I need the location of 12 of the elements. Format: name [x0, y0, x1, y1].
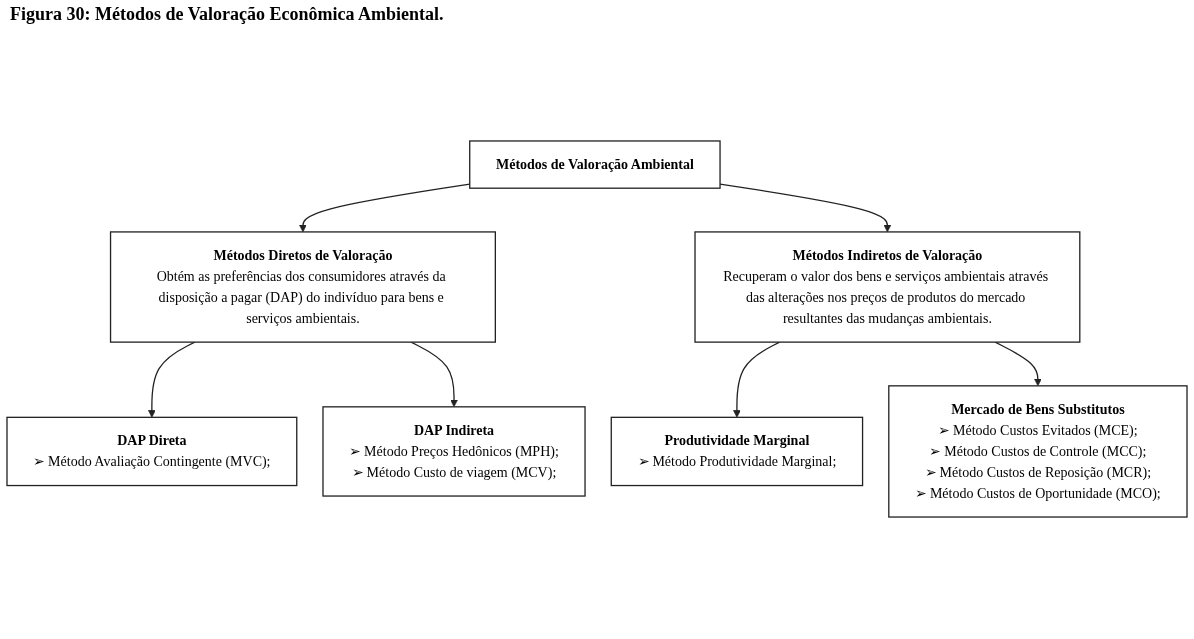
node-box: Métodos Diretos de Valoração Obtém as preferências dos consumidores através da disposição a pagar (DAP) do indivíduo para bens e serviços ambientais.: [109, 231, 496, 343]
node-box: DAP Indireta ➢ Método Preços Hedônicos (MPH); ➢ Método Custo de viagem (MCV);: [322, 406, 586, 497]
arrow: [410, 341, 458, 408]
node-box: Produtividade Marginal ➢ Método Produtividade Marginal;: [610, 416, 864, 487]
node-box: Métodos Indiretos de Valoração Recuperam o valor dos bens e serviços ambientais através das alterações nos preços de produtos do mercado resultantes das mudanças ambientais.: [694, 231, 1081, 343]
node-box: Mercado de Bens Substitutos ➢ Método Custos Evitados (MCE); ➢ Método Custos de Controle (MCC); ➢ Método Custos de Reposição (MCR); ➢ Método Custos de Oportunidade (MCO);: [888, 385, 1188, 518]
node-box: DAP Direta ➢ Método Avaliação Contingente (MVC);: [6, 416, 298, 487]
node-box: Métodos de Valoração Ambiental: [469, 140, 721, 189]
arrow: [994, 341, 1042, 387]
arrow: [733, 341, 781, 418]
figure-caption: Figura 30: Métodos de Valoração Econômica Ambiental.: [10, 4, 445, 25]
arrow: [148, 341, 196, 418]
